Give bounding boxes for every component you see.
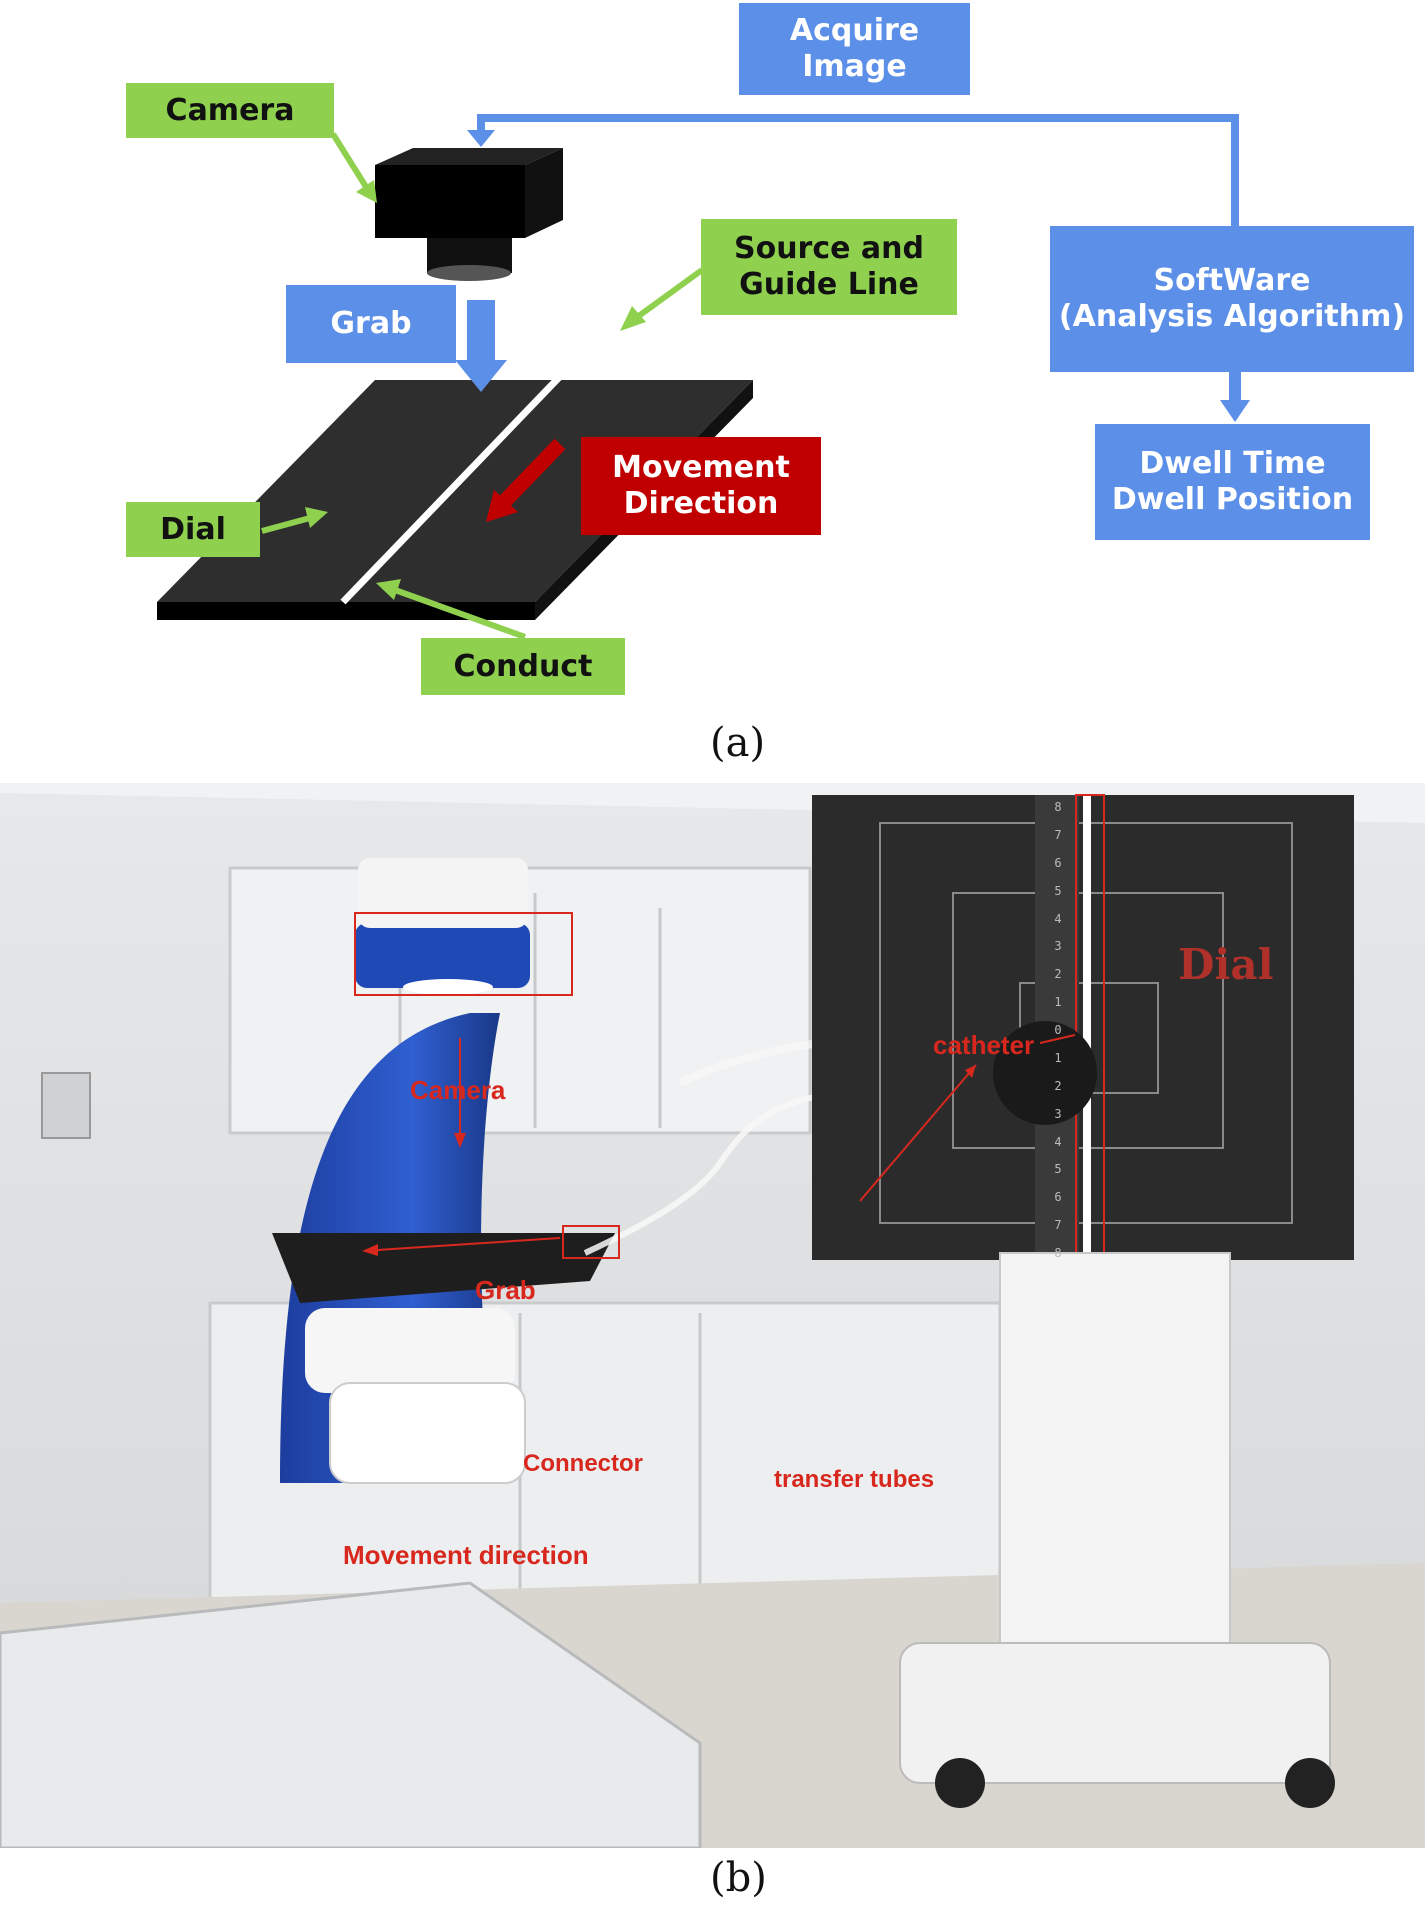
source-guide-line-label: Source and Guide Line <box>701 219 957 315</box>
scale-number: 8 <box>1054 1246 1062 1260</box>
scale-number: 0 <box>1054 1023 1062 1037</box>
grab-box: Grab <box>286 285 456 363</box>
movement-arrow-shaft <box>497 438 566 509</box>
caption-a: (a) <box>710 720 766 766</box>
scale-number: 5 <box>1054 883 1062 898</box>
camera-highlight-box <box>354 912 573 996</box>
photo-transfer-tubes-label: transfer tubes <box>774 1466 935 1493</box>
dial-label: Dial <box>126 502 260 557</box>
dial-callout-line <box>261 515 311 534</box>
stage-pedestal <box>329 1382 526 1484</box>
catheter-pointer <box>1039 1034 1076 1044</box>
photo-camera-label: Camera <box>410 1075 506 1105</box>
photo-dial-label: Dial <box>1178 940 1274 989</box>
scale-number: 7 <box>1054 827 1062 842</box>
connector-highlight-box <box>562 1225 620 1259</box>
wall-switch <box>41 1072 91 1139</box>
source-callout-line <box>634 267 704 321</box>
scale-number: 8 <box>1054 800 1062 814</box>
movement-direction-box: Movement Direction <box>581 437 821 535</box>
camera-callout-line <box>330 132 371 192</box>
stage-support <box>305 1308 515 1393</box>
scale-number: 6 <box>1054 855 1062 870</box>
guide-line <box>340 337 598 605</box>
source-callout-head <box>620 306 646 331</box>
movement-arrow-head <box>486 490 518 522</box>
catheter-line <box>1083 795 1091 1260</box>
scale-number: 4 <box>1054 911 1062 926</box>
grab-arrowhead <box>454 1133 466 1148</box>
dial-plate-top <box>157 380 753 602</box>
software-box: SoftWare (Analysis Algorithm) <box>1050 226 1414 372</box>
camera-lens-glass <box>427 265 511 281</box>
scale-number: 1 <box>1054 995 1062 1010</box>
wheel <box>935 1758 985 1808</box>
grab-arrow-head <box>455 360 507 392</box>
scale-number: 2 <box>1054 1078 1062 1093</box>
camera-label: Camera <box>126 83 334 138</box>
photo-connector-label: Connector <box>523 1450 643 1477</box>
guide-line-thin <box>594 313 621 341</box>
movement-direction-arrowhead <box>362 1244 378 1256</box>
conduct-callout-head <box>376 579 401 600</box>
camera-head-band <box>358 858 528 928</box>
camera-head <box>355 923 530 988</box>
base-table <box>0 1581 702 1848</box>
scale-number: 3 <box>1054 1106 1062 1121</box>
acquire-loop-line <box>477 114 1239 226</box>
camera-body-side <box>525 148 563 238</box>
scale-number: 2 <box>1054 967 1062 982</box>
movement-direction-arrow <box>377 1237 561 1251</box>
transfer-tubes-arrowhead <box>965 1065 976 1078</box>
scale-number: 3 <box>1054 939 1062 954</box>
acquire-loop-arrowhead <box>467 130 495 147</box>
scale-number: 4 <box>1054 1134 1062 1149</box>
scale-number: 1 <box>1054 1050 1062 1065</box>
acquire-image-box: Acquire Image <box>739 3 970 95</box>
conduct-label: Conduct <box>421 638 625 695</box>
scale-number: 6 <box>1054 1190 1062 1205</box>
software-dwell-arrow-shaft <box>1229 372 1241 402</box>
machine-base <box>899 1642 1331 1784</box>
caption-b: (b) <box>710 1855 767 1901</box>
catheter-reel <box>993 1021 1097 1125</box>
photo-panel <box>0 783 1425 1848</box>
dwell-box: Dwell Time Dwell Position <box>1095 424 1370 540</box>
dial-scale: 8 7 6 5 4 3 2 1 0 1 2 3 4 5 6 7 8 <box>1048 800 1068 1260</box>
conduct-callout-line <box>393 587 527 640</box>
camera-body-top <box>375 148 563 165</box>
camera-body-front <box>375 165 525 238</box>
transfer-tubes-pointer <box>859 1064 977 1202</box>
software-dwell-arrowhead <box>1220 400 1250 422</box>
scale-number: 5 <box>1054 1162 1062 1177</box>
wheel <box>1285 1758 1335 1808</box>
scale-number: 7 <box>1054 1218 1062 1233</box>
movement-stage <box>272 1233 615 1303</box>
grab-arrow-shaft <box>467 300 495 362</box>
photo-grab-label: Grab <box>475 1275 536 1305</box>
photo-catheter-label: catheter <box>933 1030 1035 1060</box>
camera-callout-head <box>356 180 377 203</box>
camera-light <box>403 979 493 995</box>
dial-callout-head <box>305 507 328 528</box>
photo-movement-direction-label: Movement direction <box>343 1540 589 1570</box>
